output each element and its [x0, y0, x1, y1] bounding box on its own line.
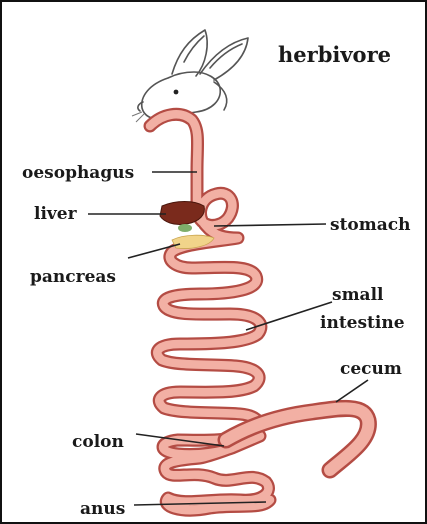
colon-label: colon: [72, 432, 124, 452]
pancreas-label: pancreas: [30, 267, 116, 287]
cecum-label: cecum: [340, 359, 402, 379]
cecum-leader: [336, 380, 368, 402]
small-intestine-label-line1: small: [332, 285, 384, 305]
oesophagus-label: oesophagus: [22, 163, 134, 183]
rabbit-eye: [174, 90, 179, 95]
liver-label: liver: [34, 204, 78, 224]
stomach-label: stomach: [330, 215, 410, 235]
rabbit-whiskers: [132, 112, 144, 122]
rabbit-head-icon: [138, 30, 248, 119]
gallbladder-organ: [178, 224, 192, 232]
diagram-title: herbivore: [278, 42, 391, 67]
small-intestine-label-line2: intestine: [320, 313, 405, 333]
anus-label: anus: [80, 499, 125, 519]
